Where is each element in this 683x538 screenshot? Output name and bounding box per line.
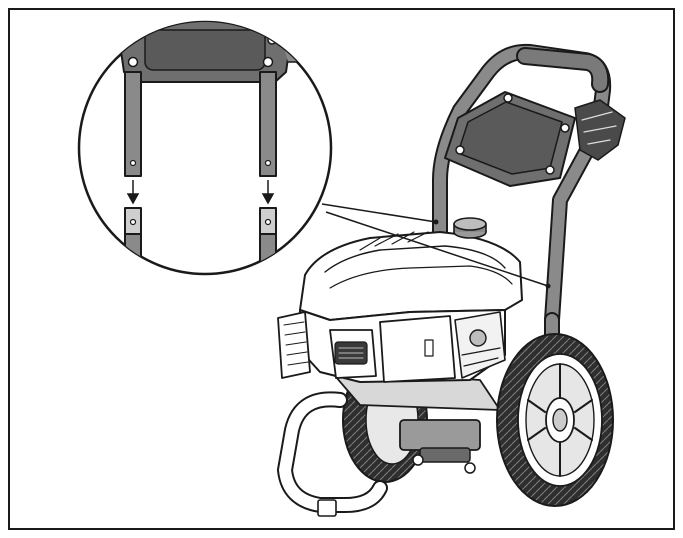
handle-frame [432,43,612,328]
diagram-frame [8,8,675,530]
pressure-washer [277,43,626,517]
spray-gun-holster [574,99,626,161]
joint-marker-left [433,219,439,225]
detail-upper-tube-right [259,71,277,177]
pump-assembly [399,419,481,474]
fuel-cap [453,217,487,239]
control-panel [444,91,576,187]
detail-upper-tube-left [124,71,142,177]
detail-leader-lines [321,203,549,287]
joint-marker-right [545,283,551,289]
arrow-down-icon [261,180,275,205]
detail-lower-tube-left [124,207,142,274]
engine [277,231,523,383]
detail-callout [77,20,333,276]
front-handle [277,391,388,517]
arrow-down-icon [126,180,140,205]
front-wheel [496,333,614,507]
detail-lower-tube-right [259,207,277,274]
